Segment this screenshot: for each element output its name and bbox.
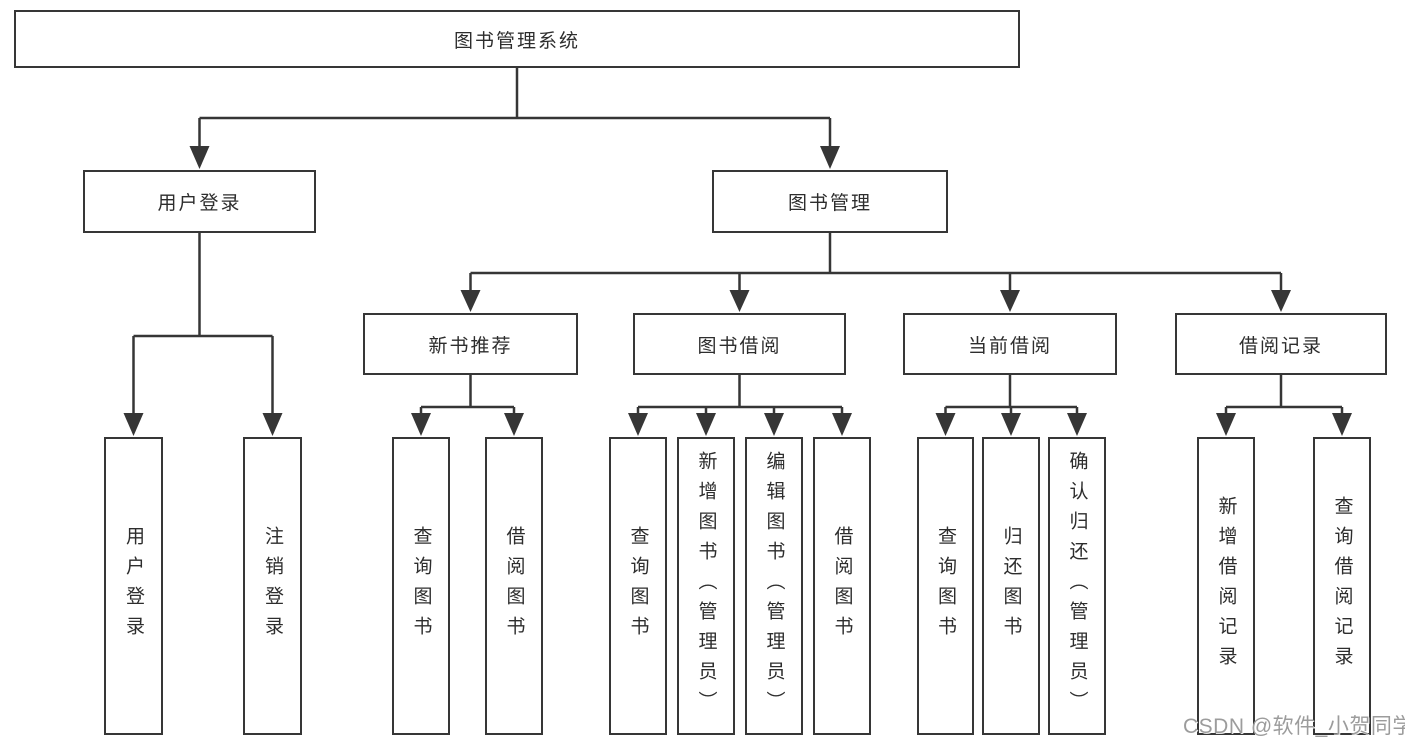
node-leaf-borrow-query-books: 查询图书	[609, 437, 667, 735]
node-label: 查询图书	[627, 526, 649, 646]
node-book-borrow: 图书借阅	[633, 313, 846, 375]
node-label: 图书借阅	[697, 335, 782, 357]
node-label: 图书管理	[787, 193, 872, 214]
csdn-watermark: CSDN @软件_小贺同学	[1183, 715, 1405, 738]
node-label: 用户登录	[123, 526, 144, 646]
node-leaf-current-query-books: 查询图书	[917, 437, 974, 735]
node-leaf-logout: 注销登录	[243, 437, 302, 735]
node-leaf-add-borrow-record: 新增借阅记录	[1197, 437, 1255, 735]
node-label: 查询图书	[410, 526, 432, 646]
node-book-management: 图书管理	[712, 170, 948, 233]
node-label: 图书管理系统	[453, 30, 580, 52]
node-root-system: 图书管理系统	[14, 10, 1020, 68]
node-label: 新增借阅记录	[1215, 496, 1237, 676]
node-label: 新增图书（管理员）	[695, 451, 717, 721]
node-label: 借阅图书	[831, 526, 853, 646]
node-label: 新书推荐	[428, 335, 513, 357]
node-label: 当前借阅	[967, 335, 1052, 357]
node-leaf-query-borrow-record: 查询借阅记录	[1313, 437, 1371, 735]
node-new-book-recommend: 新书推荐	[363, 313, 578, 375]
node-leaf-borrow-books: 借阅图书	[813, 437, 871, 735]
node-label: 注销登录	[262, 526, 283, 646]
node-leaf-edit-book-admin: 编辑图书（管理员）	[745, 437, 803, 735]
node-label: 借阅图书	[503, 526, 525, 646]
node-borrow-records: 借阅记录	[1175, 313, 1387, 375]
node-leaf-recommend-query-books: 查询图书	[392, 437, 450, 735]
node-label: 查询借阅记录	[1331, 496, 1353, 676]
node-current-borrow: 当前借阅	[903, 313, 1117, 375]
node-leaf-user-login: 用户登录	[104, 437, 163, 735]
node-leaf-recommend-borrow-books: 借阅图书	[485, 437, 543, 735]
node-label: 借阅记录	[1238, 335, 1323, 357]
node-label: 编辑图书（管理员）	[763, 451, 785, 721]
node-label: 查询图书	[935, 526, 956, 646]
node-label: 归还图书	[1000, 526, 1022, 646]
node-leaf-confirm-return-admin: 确认归还（管理员）	[1048, 437, 1106, 735]
node-leaf-return-books: 归还图书	[982, 437, 1040, 735]
node-user-login: 用户登录	[83, 170, 316, 233]
node-leaf-add-book-admin: 新增图书（管理员）	[677, 437, 735, 735]
node-label: 用户登录	[157, 193, 242, 214]
node-label: 确认归还（管理员）	[1066, 451, 1088, 721]
